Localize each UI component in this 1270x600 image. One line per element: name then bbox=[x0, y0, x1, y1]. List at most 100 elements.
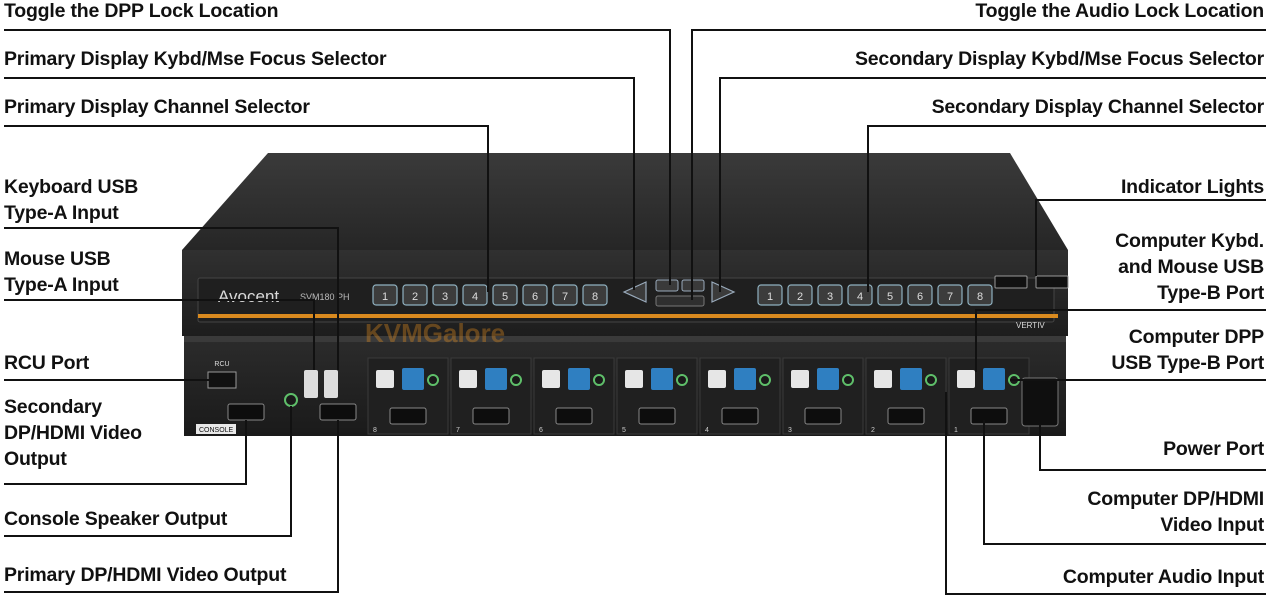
leader-line bbox=[4, 125, 489, 292]
console-tag bbox=[196, 424, 236, 434]
primary-channel-button-5[interactable]: 5 bbox=[492, 284, 518, 306]
secondary-channel-button-7[interactable]: 7 bbox=[937, 284, 963, 306]
video-input-port[interactable] bbox=[472, 407, 510, 425]
video-input-port[interactable] bbox=[804, 407, 842, 425]
rear-panel-top-edge bbox=[184, 336, 1066, 342]
video-input-port[interactable] bbox=[389, 407, 427, 425]
kbd-mouse-usb-b-port[interactable] bbox=[957, 370, 975, 388]
primary-channel-button-label: 4 bbox=[472, 291, 478, 303]
dpp-usb-b-port[interactable] bbox=[485, 368, 507, 390]
rear-channel-number: 1 bbox=[954, 427, 958, 434]
power-port[interactable] bbox=[1021, 377, 1059, 427]
audio-input-jack[interactable] bbox=[676, 374, 688, 386]
dpp-usb-b-port[interactable] bbox=[402, 368, 424, 390]
primary-channel-button-1[interactable]: 1 bbox=[372, 284, 398, 306]
primary-channel-button-3[interactable]: 3 bbox=[432, 284, 458, 306]
dpp-usb-b-port[interactable] bbox=[817, 368, 839, 390]
secondary-focus-button[interactable] bbox=[711, 281, 736, 303]
secondary-channel-button-face[interactable] bbox=[757, 284, 783, 306]
secondary-channel-button-2[interactable]: 2 bbox=[787, 284, 813, 306]
kbd-mouse-usb-b-port[interactable] bbox=[542, 370, 560, 388]
kbd-mouse-usb-b-port[interactable] bbox=[874, 370, 892, 388]
label-primary-focus: Primary Display Kybd/Mse Focus Selector bbox=[4, 48, 387, 70]
audio-input-jack[interactable] bbox=[842, 374, 854, 386]
primary-channel-button-2[interactable]: 2 bbox=[402, 284, 428, 306]
label-audio-lock: Toggle the Audio Lock Location bbox=[975, 0, 1264, 22]
secondary-channel-button-label: 1 bbox=[767, 291, 773, 303]
primary-channel-button-6[interactable]: 6 bbox=[522, 284, 548, 306]
secondary-channel-button-label: 6 bbox=[917, 291, 923, 303]
primary-channel-button-face[interactable] bbox=[372, 284, 398, 306]
secondary-channel-button-label: 2 bbox=[797, 291, 803, 303]
primary-channel-button-label: 3 bbox=[442, 291, 448, 303]
video-input-port[interactable] bbox=[721, 407, 759, 425]
mouse-usb-a-port[interactable] bbox=[324, 370, 338, 398]
secondary-channel-button-6[interactable]: 6 bbox=[907, 284, 933, 306]
dpp-usb-b-port[interactable] bbox=[900, 368, 922, 390]
dpp-usb-b-port[interactable] bbox=[983, 368, 1005, 390]
video-input-port[interactable] bbox=[555, 407, 593, 425]
kbd-mouse-usb-b-port[interactable] bbox=[376, 370, 394, 388]
kbd-mouse-usb-b-port[interactable] bbox=[459, 370, 477, 388]
secondary-channel-button-5[interactable]: 5 bbox=[877, 284, 903, 306]
audio-input-jack[interactable] bbox=[759, 374, 771, 386]
secondary-channel-button-8[interactable]: 8 bbox=[967, 284, 993, 306]
label-computer-video-in-line2: Video Input bbox=[1160, 514, 1264, 536]
secondary-channel-button-face[interactable] bbox=[877, 284, 903, 306]
primary-channel-button-label: 5 bbox=[502, 291, 508, 303]
dpp-usb-b-port[interactable] bbox=[568, 368, 590, 390]
rear-channel-4: 4 bbox=[699, 357, 781, 435]
front-usb-port-2[interactable] bbox=[1035, 275, 1069, 289]
secondary-channel-button-face[interactable] bbox=[787, 284, 813, 306]
leader-line bbox=[975, 309, 1266, 372]
keyboard-usb-a-port[interactable] bbox=[304, 370, 318, 398]
audio-input-jack[interactable] bbox=[510, 374, 522, 386]
secondary-channel-button-3[interactable]: 3 bbox=[817, 284, 843, 306]
primary-channel-button-face[interactable] bbox=[522, 284, 548, 306]
secondary-channel-button-face[interactable] bbox=[847, 284, 873, 306]
video-input-port[interactable] bbox=[970, 407, 1008, 425]
audio-input-jack[interactable] bbox=[593, 374, 605, 386]
primary-channel-button-label: 8 bbox=[592, 291, 598, 303]
label-secondary-video-out: Secondary DP/HDMI Video Output bbox=[4, 394, 142, 472]
secondary-channel-button-face[interactable] bbox=[817, 284, 843, 306]
secondary-channel-button-label: 4 bbox=[857, 291, 863, 303]
audio-input-jack[interactable] bbox=[925, 374, 937, 386]
console-speaker-jack[interactable] bbox=[284, 393, 298, 407]
kbd-mouse-usb-b-port[interactable] bbox=[791, 370, 809, 388]
primary-channel-button-face[interactable] bbox=[432, 284, 458, 306]
secondary-video-output-port[interactable] bbox=[227, 403, 265, 421]
front-usb-port-1[interactable] bbox=[994, 275, 1028, 289]
primary-channel-button-face[interactable] bbox=[462, 284, 488, 306]
dpp-usb-b-port[interactable] bbox=[734, 368, 756, 390]
primary-channel-button-face[interactable] bbox=[402, 284, 428, 306]
video-input-port[interactable] bbox=[887, 407, 925, 425]
kbd-mouse-usb-b-port[interactable] bbox=[708, 370, 726, 388]
secondary-channel-button-face[interactable] bbox=[907, 284, 933, 306]
watermark: KVMGalore bbox=[365, 318, 505, 348]
label-secondary-video-out-line2: DP/HDMI Video bbox=[4, 422, 142, 444]
secondary-channel-button-1[interactable]: 1 bbox=[757, 284, 783, 306]
label-keyboard-usb-line1: Keyboard USB bbox=[4, 176, 139, 198]
primary-channel-button-face[interactable] bbox=[552, 284, 578, 306]
secondary-channel-button-face[interactable] bbox=[967, 284, 993, 306]
dpp-lock-button[interactable] bbox=[655, 279, 679, 292]
primary-channel-button-face[interactable] bbox=[582, 284, 608, 306]
dpp-usb-b-port[interactable] bbox=[651, 368, 673, 390]
primary-video-output-port[interactable] bbox=[319, 403, 357, 421]
primary-channel-button-4[interactable]: 4 bbox=[462, 284, 488, 306]
secondary-channel-button-4[interactable]: 4 bbox=[847, 284, 873, 306]
video-input-port[interactable] bbox=[638, 407, 676, 425]
primary-channel-button-face[interactable] bbox=[492, 284, 518, 306]
label-computer-kbd-mouse: Computer Kybd. and Mouse USB Type-B Port bbox=[1115, 228, 1264, 306]
audio-input-jack[interactable] bbox=[427, 374, 439, 386]
primary-channel-button-7[interactable]: 7 bbox=[552, 284, 578, 306]
label-mouse-usb-line1: Mouse USB bbox=[4, 248, 111, 270]
primary-channel-button-label: 1 bbox=[382, 291, 388, 303]
primary-channel-button-8[interactable]: 8 bbox=[582, 284, 608, 306]
kbd-mouse-usb-b-port[interactable] bbox=[625, 370, 643, 388]
secondary-channel-button-face[interactable] bbox=[937, 284, 963, 306]
label-computer-video-in: Computer DP/HDMI Video Input bbox=[1087, 486, 1264, 538]
leader-line bbox=[867, 125, 1266, 292]
